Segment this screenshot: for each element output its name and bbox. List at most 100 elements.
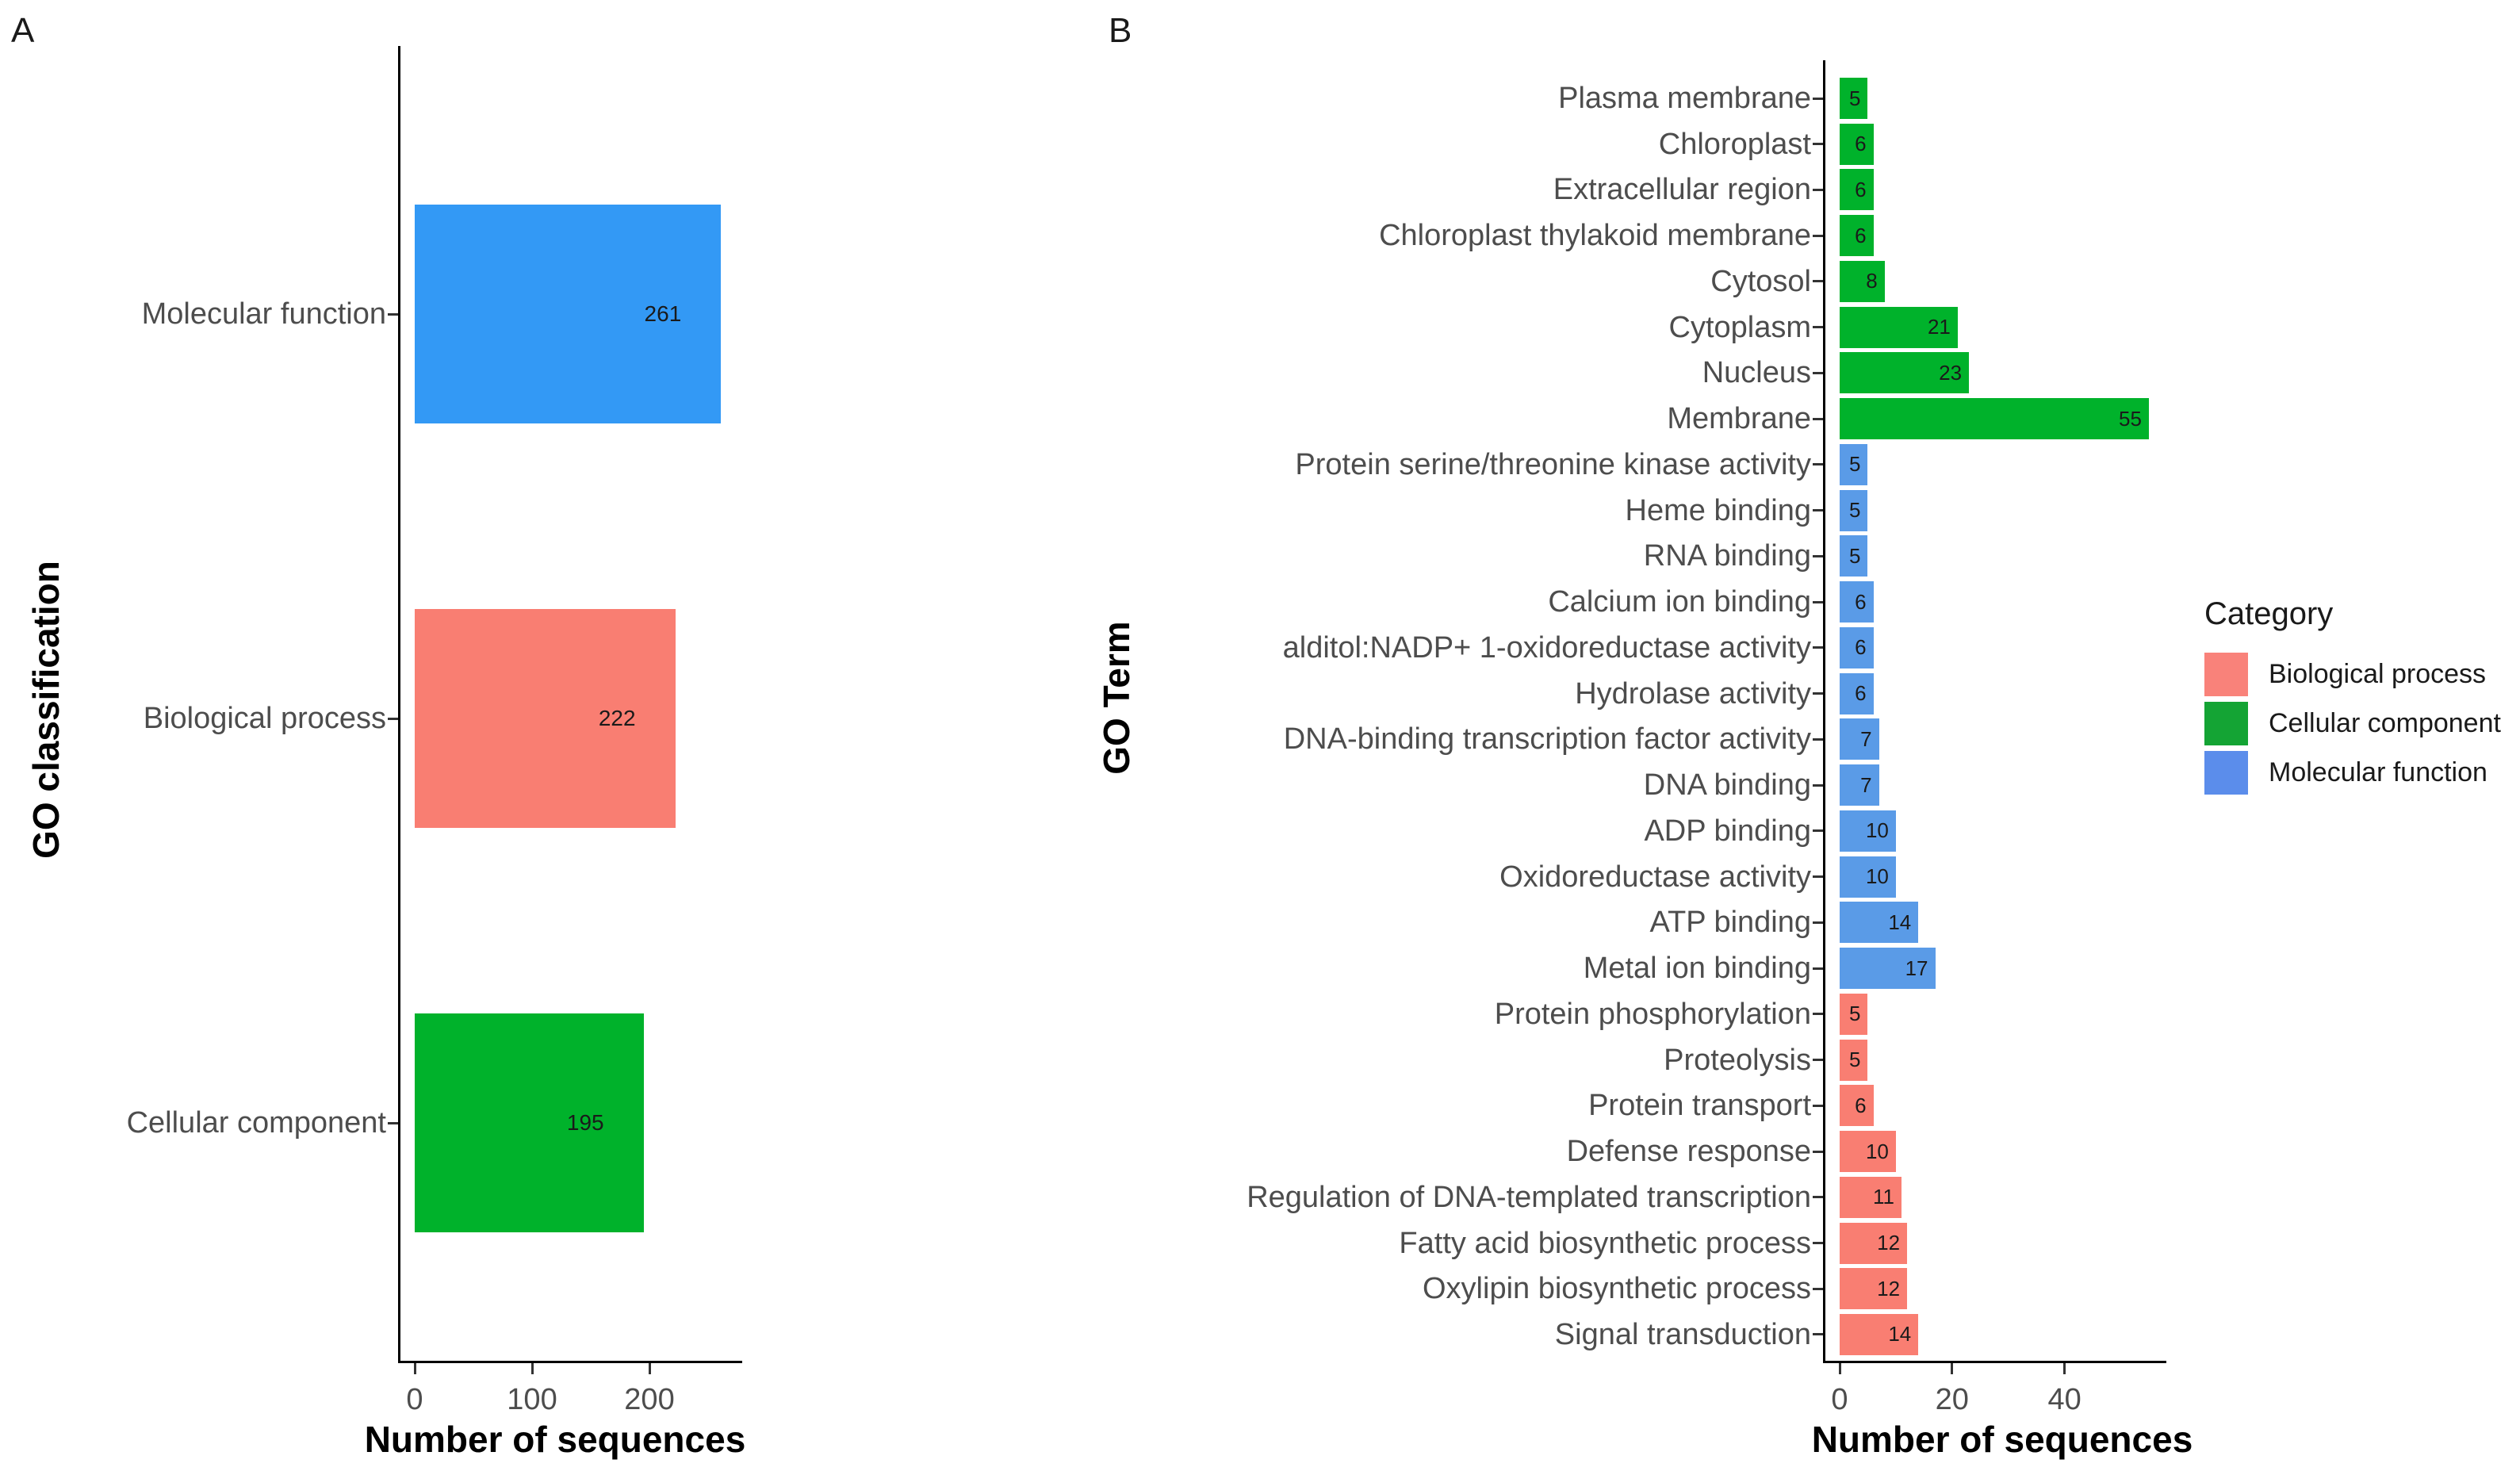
bar: 5: [1840, 1039, 1868, 1081]
x-axis-tick: [2063, 1363, 2066, 1374]
bar-value-label: 7: [1860, 726, 1872, 751]
bar-value-label: 6: [1855, 1093, 1867, 1117]
legend-item-biological-process: Biological process: [2204, 653, 2520, 696]
bar: 17: [1840, 948, 1936, 990]
category-label: Protein phosphorylation: [1494, 997, 1811, 1031]
category-label: Plasma membrane: [1558, 82, 1811, 115]
bar-value-label: 5: [1848, 86, 1861, 110]
bar: 12: [1840, 1268, 1908, 1310]
category-label: Regulation of DNA-templated transcriptio…: [1247, 1180, 1811, 1214]
category-axis-tick: [1813, 1333, 1823, 1336]
bar-value-label: 5: [1848, 1048, 1861, 1072]
bar-value-label: 12: [1877, 1276, 1901, 1301]
category-axis-tick: [1813, 326, 1823, 329]
x-axis-tick-label: 40: [2047, 1383, 2081, 1416]
category-axis-tick: [1813, 1242, 1823, 1244]
bar: 5: [1840, 535, 1868, 577]
bar-value-label: 10: [1865, 1139, 1889, 1163]
legend-swatch-biological-process: [2204, 653, 2248, 696]
category-label: Fatty acid biosynthetic process: [1399, 1226, 1811, 1260]
bar-value-label: 5: [1848, 452, 1861, 477]
bar: 7: [1840, 764, 1879, 806]
x-axis-tick: [530, 1363, 534, 1374]
category-axis-tick: [1813, 1287, 1823, 1290]
bar-value-label: 5: [1848, 498, 1861, 523]
bar-value-label: 10: [1865, 864, 1889, 889]
bar-value-label: 6: [1855, 589, 1867, 614]
category-axis-tick: [1813, 692, 1823, 695]
bar: 6: [1840, 1085, 1874, 1127]
bar-value-label: 23: [1939, 360, 1963, 385]
x-axis-line: [398, 1361, 742, 1363]
bar-value-label: 14: [1888, 910, 1912, 934]
category-label: Extracellular region: [1553, 173, 1811, 207]
category-label: DNA-binding transcription factor activit…: [1283, 722, 1811, 757]
bar: 6: [1840, 169, 1874, 211]
bar: 5: [1840, 78, 1868, 119]
category-label: Signal transduction: [1554, 1317, 1811, 1351]
x-axis-tick: [1838, 1363, 1841, 1374]
panel-b-y-axis-title: GO Term: [1096, 621, 1137, 775]
bar: 23: [1840, 352, 1970, 394]
panel-a-x-axis-title: Number of sequences: [364, 1419, 746, 1460]
category-axis-tick: [388, 1121, 398, 1124]
legend: Category Biological process Cellular com…: [2204, 596, 2520, 800]
bar: 5: [1840, 489, 1868, 531]
bar: 10: [1840, 856, 1896, 898]
category-axis-tick: [1813, 234, 1823, 237]
x-axis-tick-label: 200: [624, 1383, 675, 1416]
category-axis-tick: [1813, 188, 1823, 191]
bar: 11: [1840, 1176, 1901, 1218]
bar: 7: [1840, 718, 1879, 760]
x-axis-tick-label: 20: [1935, 1383, 1969, 1416]
category-label: Defense response: [1566, 1135, 1811, 1169]
bar-value-label: 6: [1855, 177, 1867, 201]
category-axis-tick: [1813, 967, 1823, 970]
bar: 14: [1840, 902, 1919, 944]
category-label: Hydrolase activity: [1575, 676, 1811, 711]
bar: 8: [1840, 260, 1885, 302]
category-label: RNA binding: [1643, 539, 1811, 573]
legend-label: Cellular component: [2269, 708, 2501, 738]
category-axis-tick: [1813, 1196, 1823, 1199]
category-label: Heme binding: [1625, 493, 1811, 527]
category-axis-tick: [388, 717, 398, 720]
x-axis-line: [1823, 1361, 2166, 1363]
category-label: Metal ion binding: [1583, 952, 1811, 986]
bar-value-label: 10: [1865, 818, 1889, 843]
category-label: Protein serine/threonine kinase activity: [1295, 447, 1811, 481]
x-axis-tick: [1951, 1363, 1954, 1374]
bar: 261: [415, 205, 722, 423]
category-label: Membrane: [1667, 402, 1811, 436]
category-label: Biological process: [143, 702, 386, 735]
category-label: Oxidoreductase activity: [1499, 860, 1811, 894]
panel-b-tag: B: [1109, 11, 1132, 50]
category-axis-tick: [1813, 646, 1823, 649]
bar-value-label: 12: [1877, 1231, 1901, 1255]
category-axis-tick: [1813, 783, 1823, 787]
bar-value-label: 195: [566, 1110, 604, 1135]
bar: 6: [1840, 123, 1874, 165]
category-axis-tick: [1813, 1104, 1823, 1107]
x-axis-tick-label: 100: [507, 1383, 557, 1416]
category-label: Nucleus: [1702, 356, 1811, 390]
bar-value-label: 6: [1855, 132, 1867, 156]
bar-value-label: 6: [1855, 681, 1867, 706]
category-label: alditol:NADP+ 1-oxidoreductase activity: [1282, 630, 1811, 665]
x-axis-tick-label: 0: [1831, 1383, 1848, 1416]
legend-item-cellular-component: Cellular component: [2204, 702, 2520, 745]
category-axis-tick: [1813, 509, 1823, 512]
category-label: Molecular function: [141, 297, 386, 331]
category-axis-tick: [1813, 97, 1823, 100]
bar: 10: [1840, 1131, 1896, 1173]
bar: 5: [1840, 443, 1868, 485]
category-axis-tick: [1813, 371, 1823, 374]
category-axis-tick: [1813, 737, 1823, 741]
bar: 6: [1840, 626, 1874, 668]
category-axis-tick: [1813, 417, 1823, 420]
category-axis-tick: [1813, 921, 1823, 924]
category-label: Cellular component: [126, 1106, 386, 1140]
bar: 12: [1840, 1222, 1908, 1264]
bar: 14: [1840, 1313, 1919, 1355]
